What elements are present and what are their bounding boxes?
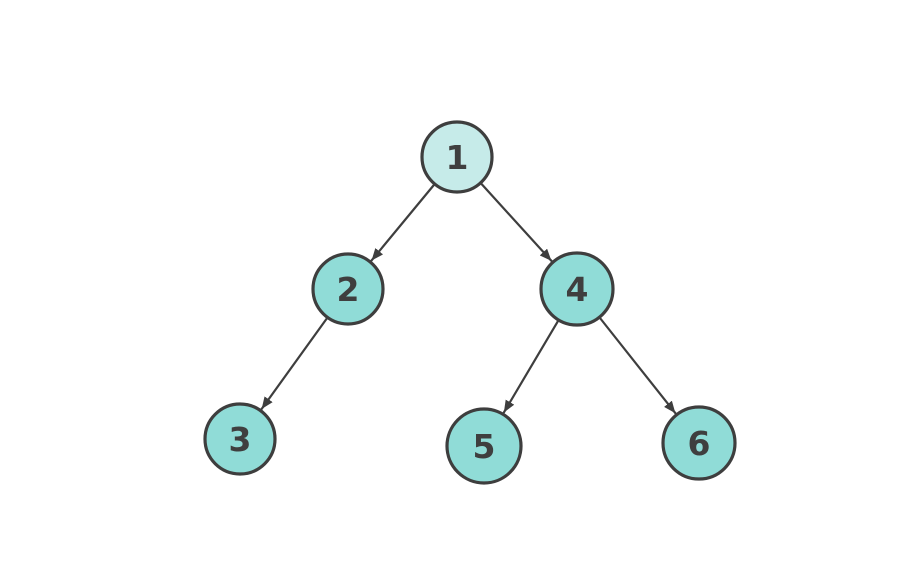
tree-node-5: 5: [445, 407, 523, 485]
tree-node-label-5: 5: [473, 427, 496, 466]
tree-node-circle-3: [203, 402, 277, 476]
tree-edge-1-2: [370, 183, 436, 262]
edges-layer: [260, 182, 677, 415]
tree-node-6: 6: [661, 405, 737, 481]
tree-node-label-6: 6: [688, 424, 711, 463]
tree-node-3: 3: [203, 402, 277, 476]
tree-edge-2-3: [260, 317, 329, 411]
tree-node-label-4: 4: [566, 270, 589, 309]
tree-edge-1-4: [480, 182, 553, 262]
tree-node-4: 4: [539, 251, 615, 327]
tree-node-circle-4: [539, 251, 615, 327]
tree-node-circle-6: [661, 405, 737, 481]
tree-node-circle-2: [311, 252, 385, 326]
tree-node-1: 1: [420, 120, 494, 194]
tree-node-circle-5: [445, 407, 523, 485]
tree-node-label-2: 2: [337, 270, 360, 309]
tree-node-label-1: 1: [446, 138, 469, 177]
tree-edge-4-5: [502, 319, 560, 414]
nodes-layer: 1 2 4 3 5 6: [203, 120, 737, 485]
tree-node-circle-1: [420, 120, 494, 194]
tree-node-label-3: 3: [229, 420, 252, 459]
tree-edge-4-6: [598, 316, 677, 415]
tree-node-2: 2: [311, 252, 385, 326]
